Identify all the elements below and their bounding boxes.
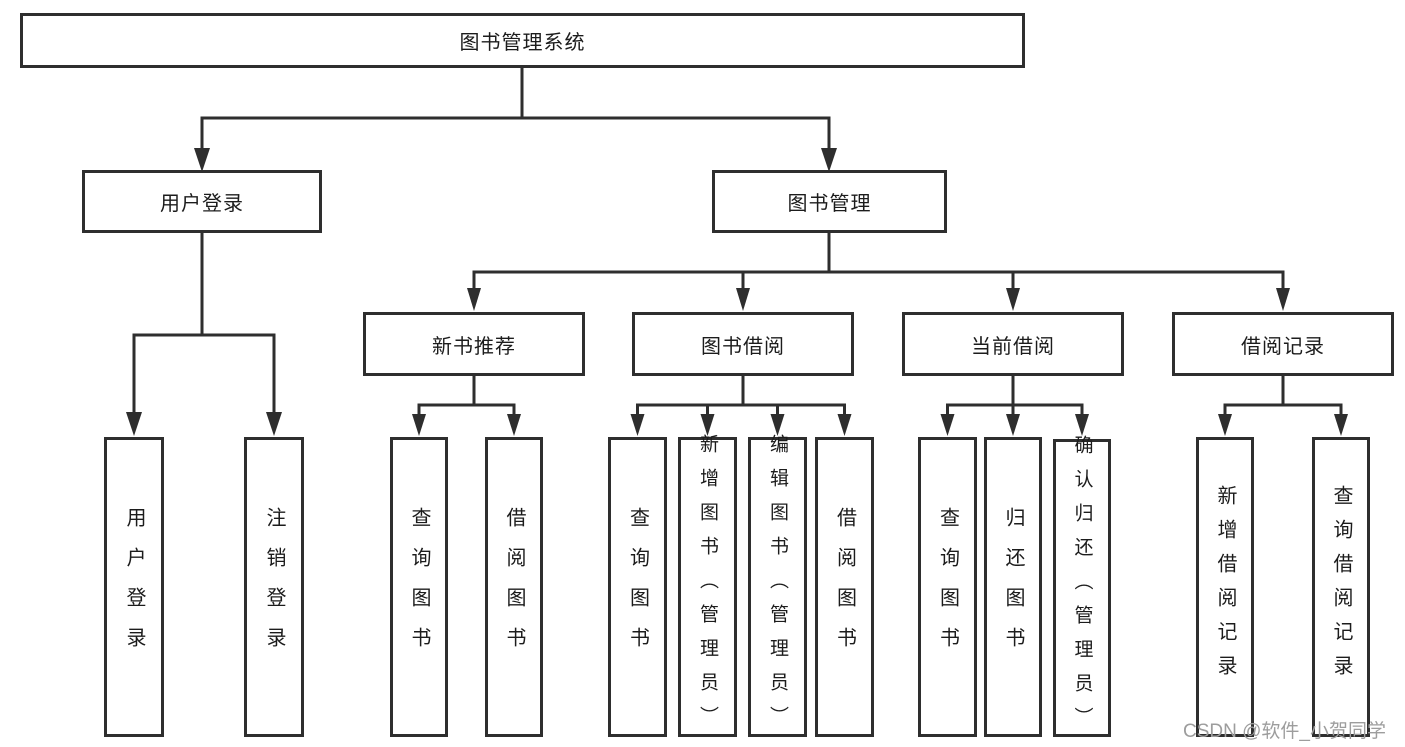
edge-user-login-children — [126, 233, 282, 436]
node-book-management: 图书管理 — [712, 170, 947, 233]
node-label: 查询图书 — [408, 507, 430, 667]
node-label: 编辑图书（管理员） — [767, 434, 788, 740]
arrowhead-icon — [1218, 414, 1232, 436]
node-borrow-records: 借阅记录 — [1172, 312, 1394, 376]
edge-book-management-to-level3 — [467, 233, 1290, 311]
node-label: 新增借阅记录 — [1214, 485, 1236, 689]
node-label: 图书管理 — [787, 193, 872, 215]
leaf-logout: 注销登录 — [244, 437, 304, 737]
node-label: 用户登录 — [160, 193, 244, 215]
edge-book-borrow-children — [630, 376, 852, 436]
node-label: 确认归还（管理员） — [1071, 435, 1093, 741]
arrowhead-icon — [1276, 288, 1290, 311]
node-new-book-recommend: 新书推荐 — [363, 312, 585, 376]
arrowhead-icon — [467, 288, 481, 311]
node-label: 图书借阅 — [701, 335, 785, 358]
leaf-edit-book-admin: 编辑图书（管理员） — [748, 434, 807, 740]
leaf-confirm-return-admin: 确认归还（管理员） — [1053, 435, 1111, 741]
arrowhead-icon — [630, 414, 645, 436]
node-label: 借阅记录 — [1241, 335, 1325, 358]
edge-borrow-records-children — [1218, 376, 1348, 436]
arrowhead-icon — [1006, 414, 1020, 436]
node-label: 注销登录 — [263, 507, 285, 667]
arrowhead-icon — [194, 148, 210, 172]
leaf-query-books-recommend: 查询图书 — [390, 437, 448, 737]
edge-current-borrow-children — [940, 376, 1089, 436]
leaf-return-book: 归还图书 — [984, 437, 1042, 737]
leaf-query-books-current: 查询图书 — [918, 437, 977, 737]
node-label: 新增图书（管理员） — [697, 434, 718, 740]
node-label: 归还图书 — [1002, 507, 1024, 667]
node-label: 新书推荐 — [432, 335, 516, 358]
arrowhead-icon — [126, 412, 142, 436]
edge-root-to-level2 — [194, 68, 837, 172]
arrowhead-icon — [1334, 414, 1348, 436]
leaf-add-borrow-record: 新增借阅记录 — [1196, 437, 1254, 737]
leaf-borrow-books-recommend: 借阅图书 — [485, 437, 543, 737]
arrowhead-icon — [736, 288, 750, 311]
watermark: CSDN @软件_小贺同学 — [1183, 721, 1386, 742]
leaf-user-login: 用户登录 — [104, 437, 164, 737]
arrowhead-icon — [507, 414, 521, 436]
arrowhead-icon — [837, 414, 852, 436]
node-label: 当前借阅 — [971, 335, 1055, 358]
leaf-query-borrow-record: 查询借阅记录 — [1312, 437, 1370, 737]
arrowhead-icon — [412, 414, 426, 436]
node-label: 借阅图书 — [503, 507, 525, 667]
node-label: 查询图书 — [936, 507, 959, 667]
edge-new-book-recommend-children — [412, 376, 521, 436]
node-label: 图书管理系统 — [459, 32, 586, 54]
node-label: 查询图书 — [626, 507, 649, 667]
arrowhead-icon — [770, 414, 785, 436]
arrowhead-icon — [940, 414, 955, 436]
arrowhead-icon — [821, 148, 837, 172]
node-user-login: 用户登录 — [82, 170, 322, 233]
node-current-borrow: 当前借阅 — [902, 312, 1124, 376]
node-label: 查询借阅记录 — [1330, 485, 1352, 689]
node-label: 用户登录 — [123, 507, 145, 667]
node-system-root: 图书管理系统 — [20, 13, 1025, 68]
arrowhead-icon — [266, 412, 282, 436]
arrowhead-icon — [1006, 288, 1020, 311]
node-book-borrow: 图书借阅 — [632, 312, 854, 376]
leaf-add-book-admin: 新增图书（管理员） — [678, 434, 737, 740]
arrowhead-icon — [1075, 414, 1089, 436]
leaf-borrow-books: 借阅图书 — [815, 437, 874, 737]
node-label: 借阅图书 — [833, 507, 856, 667]
leaf-query-books-borrow: 查询图书 — [608, 437, 667, 737]
arrowhead-icon — [700, 414, 715, 436]
